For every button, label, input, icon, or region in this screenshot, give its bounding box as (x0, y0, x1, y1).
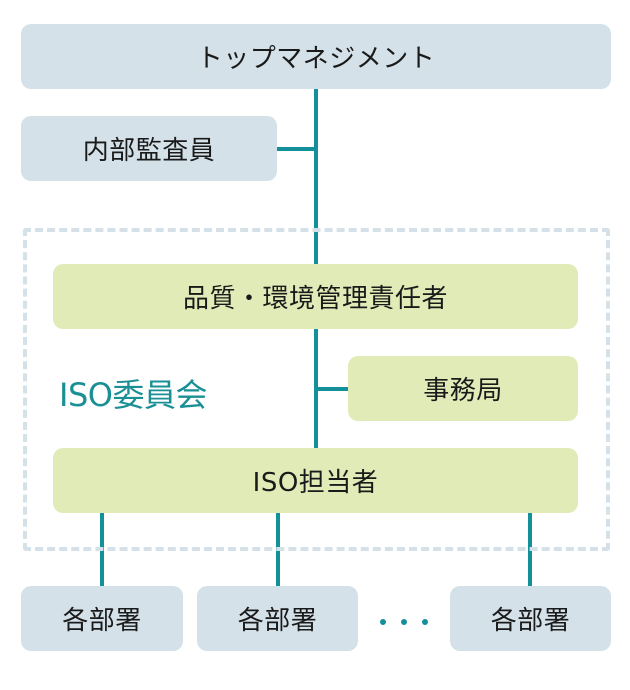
internal-auditor-label: 内部監査員 (82, 136, 216, 166)
top-management-label: トップマネジメント (196, 44, 436, 74)
department-label: 各部署 (62, 606, 142, 636)
secretariat-label: 事務局 (423, 376, 503, 406)
ellipsis-dot (380, 619, 386, 625)
department-node: 各部署 (450, 586, 611, 651)
iso-officer-label: ISO担当者 (252, 468, 379, 498)
connector-secretariat (316, 387, 348, 391)
connector-auditor (277, 147, 315, 151)
department-node: 各部署 (21, 586, 183, 651)
secretariat-node: 事務局 (348, 356, 578, 421)
internal-auditor-node: 内部監査員 (21, 116, 277, 181)
iso-officer-node: ISO担当者 (53, 448, 578, 513)
quality-env-manager-node: 品質・環境管理責任者 (53, 264, 578, 329)
department-label: 各部署 (490, 606, 571, 636)
department-label: 各部署 (237, 606, 318, 636)
department-node: 各部署 (197, 586, 358, 651)
ellipsis-dot (422, 619, 428, 625)
connector-top-to-manager (314, 89, 318, 264)
ellipsis-dot (401, 619, 407, 625)
iso-committee-frame (23, 228, 610, 551)
top-management-node: トップマネジメント (21, 24, 611, 89)
quality-env-manager-label: 品質・環境管理責任者 (182, 284, 448, 314)
iso-committee-label: ISO委員会 (59, 376, 207, 414)
